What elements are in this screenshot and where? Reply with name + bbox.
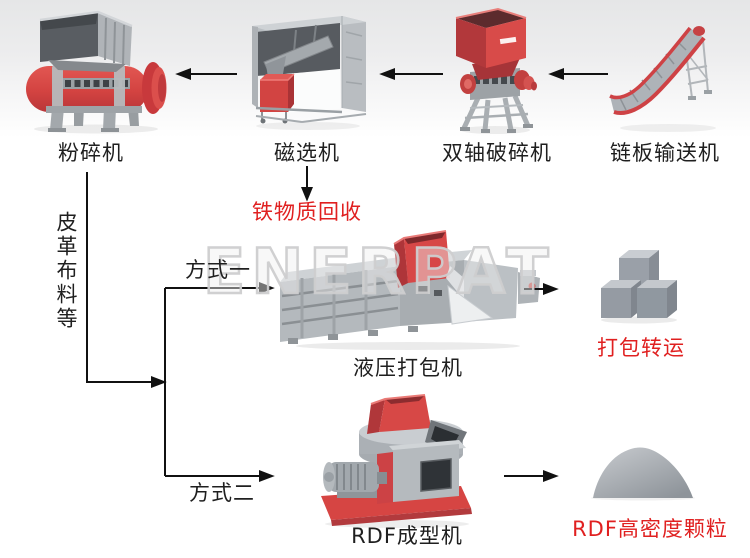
- line-crusher-to-branch: [86, 172, 167, 388]
- rdf-machine-label: RDF成型机: [351, 524, 463, 548]
- shredder-illustration: [455, 7, 537, 134]
- iron-recovery-label: 铁物质回收: [252, 200, 362, 224]
- pellet-pile-illustration: [591, 447, 695, 501]
- baler-illustration: [280, 230, 540, 350]
- magnetic-separator-label: 磁选机: [274, 141, 340, 165]
- shredder-label: 双轴破碎机: [442, 141, 552, 165]
- bale-transfer-label: 打包转运: [597, 336, 685, 360]
- magnetic-separator-illustration: [252, 16, 367, 130]
- rdf-pellets-label: RDF高密度颗粒: [572, 517, 728, 541]
- bales-illustration: [601, 250, 677, 324]
- baler-label: 液压打包机: [353, 356, 463, 380]
- arrow-method2-to-rdf: [165, 470, 275, 482]
- arrow-method1-to-baler: [165, 282, 275, 294]
- conveyor-label: 链板输送机: [610, 141, 720, 165]
- method2-label: 方式二: [189, 481, 255, 505]
- arrow-rdf-to-pellets: [504, 470, 559, 482]
- arrow-separator-to-iron-recovery: [301, 166, 313, 202]
- conveyor-illustration: [609, 26, 716, 132]
- crusher-label: 粉碎机: [58, 141, 124, 165]
- method1-label: 方式一: [185, 258, 251, 282]
- crusher-illustration: [26, 10, 167, 134]
- rdf-machine-illustration: [321, 394, 472, 528]
- input-material-label: 皮革布料等: [54, 211, 78, 331]
